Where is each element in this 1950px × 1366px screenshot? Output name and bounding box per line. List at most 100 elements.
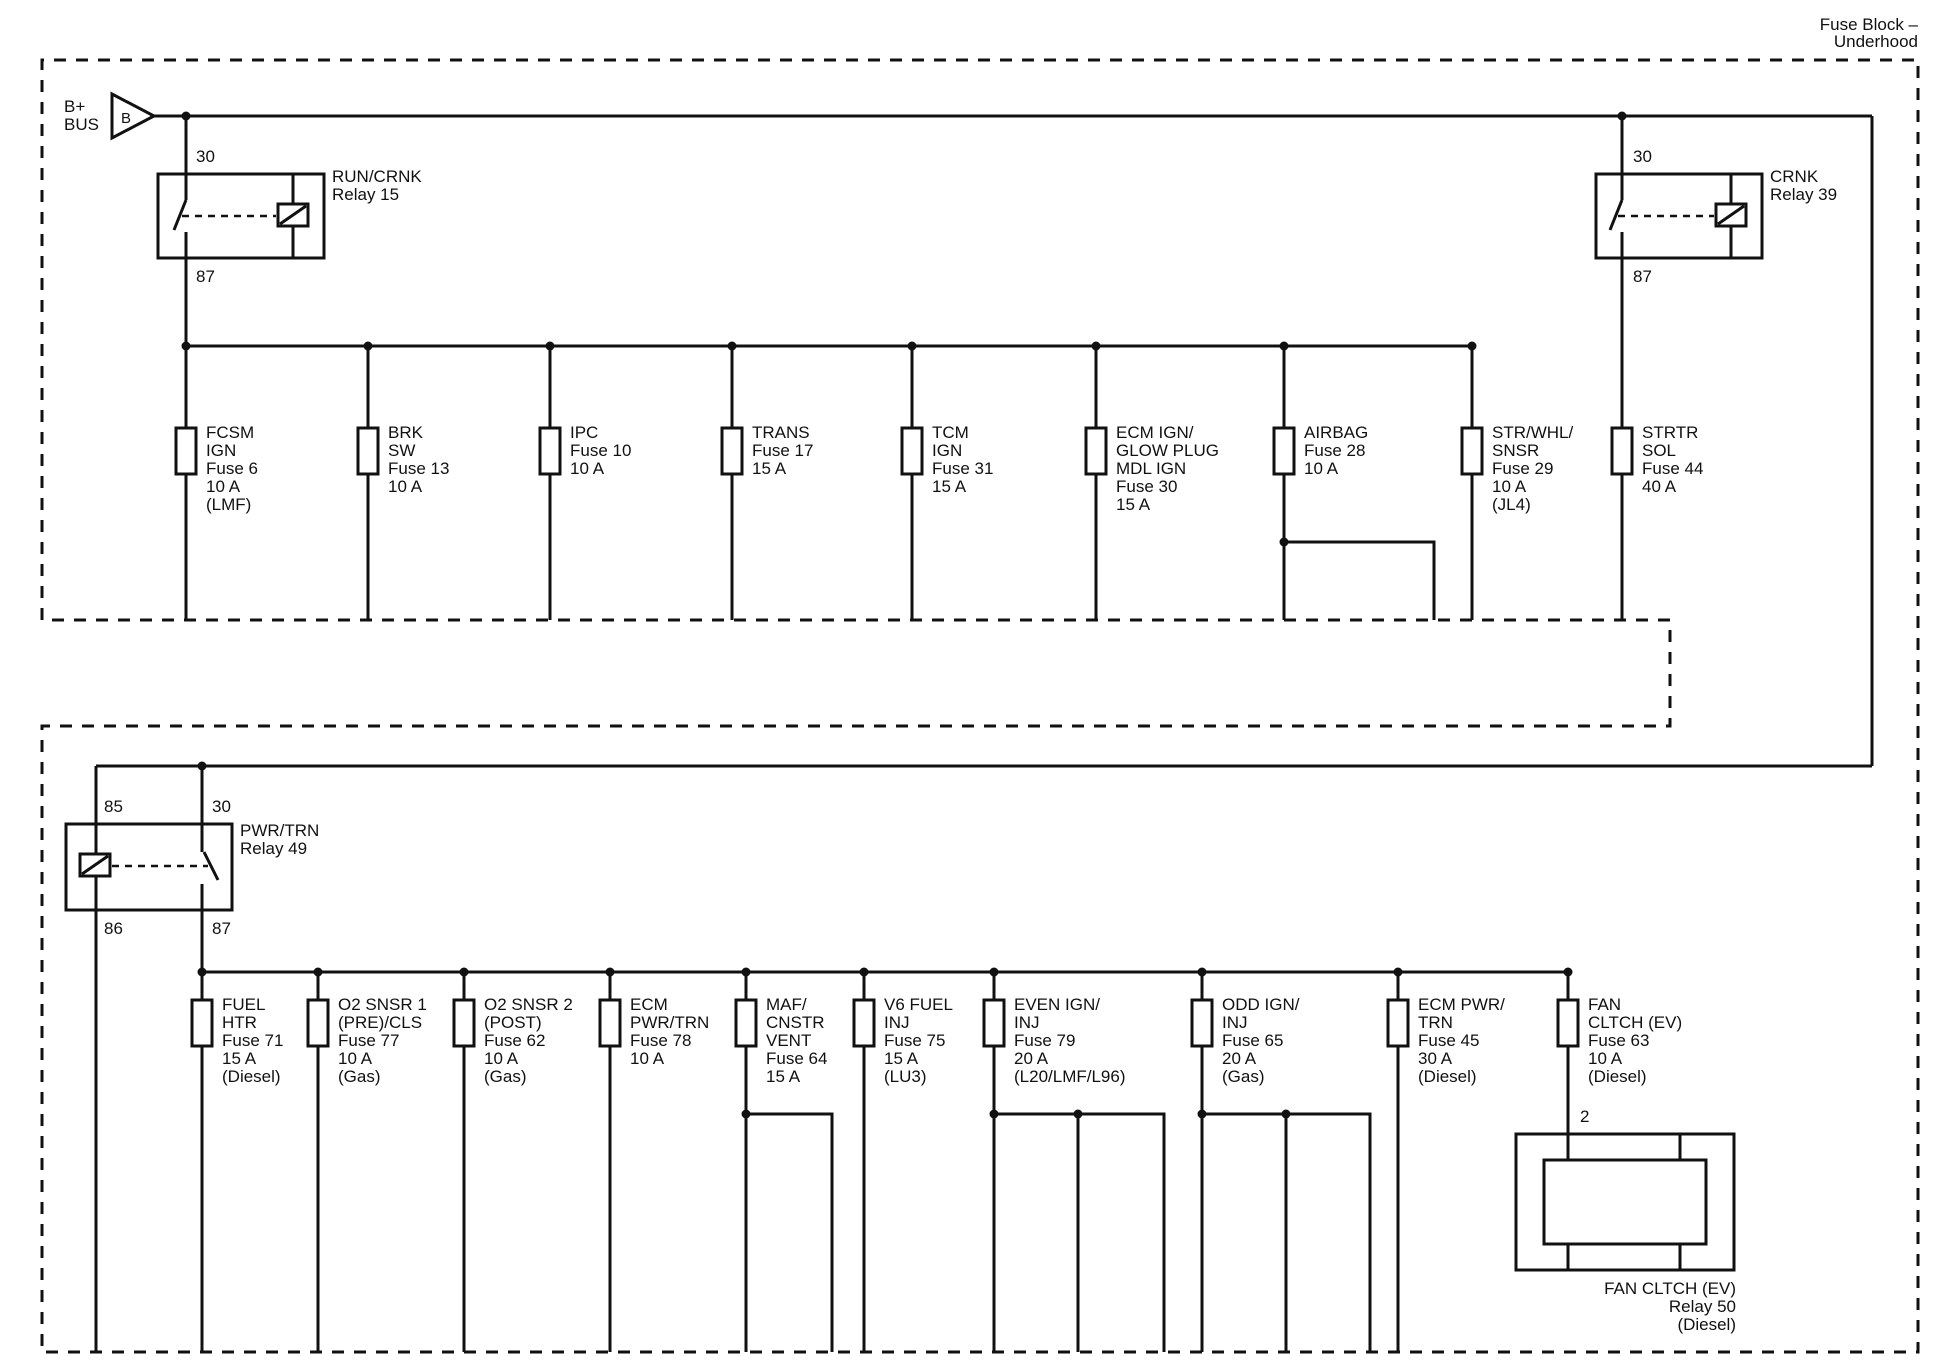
- bus-label-line2: BUS: [64, 115, 99, 134]
- bottom-fuse-8-fuse-icon: [1190, 998, 1214, 1048]
- bottom-fuse-7-label-line: 20 A: [1014, 1049, 1049, 1068]
- bottom-fuse-6-label-line: (LU3): [884, 1067, 927, 1086]
- top-fuse-1-label-line: Fuse 6: [206, 459, 258, 478]
- bottom-fuse-2-label-line: (PRE)/CLS: [338, 1013, 422, 1032]
- pwr-trn-relay: 85 30 PWR/TRN Relay 49 86 87: [64, 761, 319, 1352]
- top-fuse-5-label-line: Fuse 31: [932, 459, 993, 478]
- bottom-fuse-6-label-line: 15 A: [884, 1049, 919, 1068]
- bottom-fuse-3-fuse-icon: [452, 998, 476, 1048]
- crnk-pin-30: 30: [1633, 147, 1652, 166]
- bottom-fuse-10-label-line: FAN: [1588, 995, 1621, 1014]
- bottom-fuse-7-label-line: Fuse 79: [1014, 1031, 1075, 1050]
- bottom-fuse-6-junction-dot: [859, 967, 869, 977]
- bottom-fuse-6-label-line: V6 FUEL: [884, 995, 953, 1014]
- bottom-fuse-8-label-line: 20 A: [1222, 1049, 1257, 1068]
- bottom-fuse-5-junction-dot: [741, 967, 751, 977]
- bottom-fuse-3-label-line: (POST): [484, 1013, 542, 1032]
- bottom-fuse-4-label-line: 10 A: [630, 1049, 665, 1068]
- top-fuse-1-junction-dot: [181, 341, 191, 351]
- bottom-fuse-9-label-line: TRN: [1418, 1013, 1453, 1032]
- fuse-block-top-border: [40, 58, 1920, 1354]
- top-fuse-6-label-line: Fuse 30: [1116, 477, 1177, 496]
- crnk-relay-name: CRNK: [1770, 167, 1819, 186]
- bottom-fuse-8-junction-dot: [1197, 967, 1207, 977]
- top-fuse-7-junction-dot: [1279, 341, 1289, 351]
- bottom-fuse-7-label-line: EVEN IGN/: [1014, 995, 1100, 1014]
- top-fuse-9-label-line: SOL: [1642, 441, 1676, 460]
- top-fuse-1-fuse-icon: [174, 426, 198, 476]
- bottom-fuse-2-fuse-icon: [306, 998, 330, 1048]
- top-fuse-8-fuse-icon: [1460, 426, 1484, 476]
- top-fuse-8-label-line: STR/WHL/: [1492, 423, 1574, 442]
- bottom-fuse-9-label-line: ECM PWR/: [1418, 995, 1505, 1014]
- bottom-fuse-4-fuse-icon: [598, 998, 622, 1048]
- top-fuse-4-label-line: Fuse 17: [752, 441, 813, 460]
- bottom-fuse-9-label-line: (Diesel): [1418, 1067, 1477, 1086]
- bottom-fuse-6-fuse-icon: [852, 998, 876, 1048]
- bottom-fuse-9-label-line: Fuse 45: [1418, 1031, 1479, 1050]
- bottom-fuse-2-label-line: O2 SNSR 1: [338, 995, 427, 1014]
- top-fuse-2-label-line: Fuse 13: [388, 459, 449, 478]
- bottom-fuse-5-label-line: MAF/: [766, 995, 807, 1014]
- pwr-trn-pin-85: 85: [104, 797, 123, 816]
- bottom-fuse-2-label-line: (Gas): [338, 1067, 381, 1086]
- bottom-fuse-8-label-line: Fuse 65: [1222, 1031, 1283, 1050]
- top-fuse-8-label-line: (JL4): [1492, 495, 1531, 514]
- bottom-fuse-4-label-line: Fuse 78: [630, 1031, 691, 1050]
- top-fuse-4-junction-dot: [727, 341, 737, 351]
- bottom-fuse-1-junction-dot: [197, 967, 207, 977]
- fuse-block-title-line1: Fuse Block –: [1820, 15, 1919, 34]
- bus-connector-letter: B: [121, 110, 131, 127]
- top-fuse-8-junction-dot: [1467, 341, 1477, 351]
- top-fuse-2-fuse-icon: [356, 426, 380, 476]
- top-fuse-6-label-line: MDL IGN: [1116, 459, 1186, 478]
- bottom-fuse-2-label-line: 10 A: [338, 1049, 373, 1068]
- top-fuse-8-label-line: SNSR: [1492, 441, 1539, 460]
- pwr-trn-pin-86: 86: [104, 919, 123, 938]
- top-fuse-6-label-line: ECM IGN/: [1116, 423, 1194, 442]
- top-fuse-3-label-line: 10 A: [570, 459, 605, 478]
- top-fuse-7-label-line: AIRBAG: [1304, 423, 1368, 442]
- bottom-fuse-10-fuse-icon: [1556, 998, 1580, 1048]
- pwr-trn-relay-name: PWR/TRN: [240, 821, 319, 840]
- crnk-pin-87: 87: [1633, 267, 1652, 286]
- top-fuse-7-label-line: Fuse 28: [1304, 441, 1365, 460]
- fan-clutch-relay-number: Relay 50: [1669, 1297, 1736, 1316]
- top-fuse-4-label-line: 15 A: [752, 459, 787, 478]
- bottom-fuse-8-label-line: (Gas): [1222, 1067, 1265, 1086]
- top-fuse-9-label-line: 40 A: [1642, 477, 1677, 496]
- top-fuse-6-junction-dot: [1091, 341, 1101, 351]
- top-fuse-1-label-line: IGN: [206, 441, 236, 460]
- run-crnk-relay-number: Relay 15: [332, 185, 399, 204]
- bottom-fuse-8-label-line: ODD IGN/: [1222, 995, 1300, 1014]
- top-fuse-2-label-line: BRK: [388, 423, 424, 442]
- bottom-fuse-1-fuse-icon: [190, 998, 214, 1048]
- bottom-fuse-6-label-line: INJ: [884, 1013, 910, 1032]
- top-fuse-3-junction-dot: [545, 341, 555, 351]
- bottom-fuse-4-junction-dot: [605, 967, 615, 977]
- top-fuse-2-label-line: 10 A: [388, 477, 423, 496]
- airbag-loop-wire: [1284, 540, 1436, 620]
- pwr-trn-pin-87: 87: [212, 919, 231, 938]
- bottom-fuse-5-fuse-icon: [734, 998, 758, 1048]
- bottom-fuse-2-junction-dot: [313, 967, 323, 977]
- top-fuse-9-fuse-icon: [1610, 426, 1634, 476]
- bottom-fuse-4-label-line: ECM: [630, 995, 668, 1014]
- bottom-fuse-1-label-line: 15 A: [222, 1049, 257, 1068]
- run-crnk-pin-30: 30: [196, 147, 215, 166]
- top-fuse-5-label-line: 15 A: [932, 477, 967, 496]
- top-fuse-1-label-line: 10 A: [206, 477, 241, 496]
